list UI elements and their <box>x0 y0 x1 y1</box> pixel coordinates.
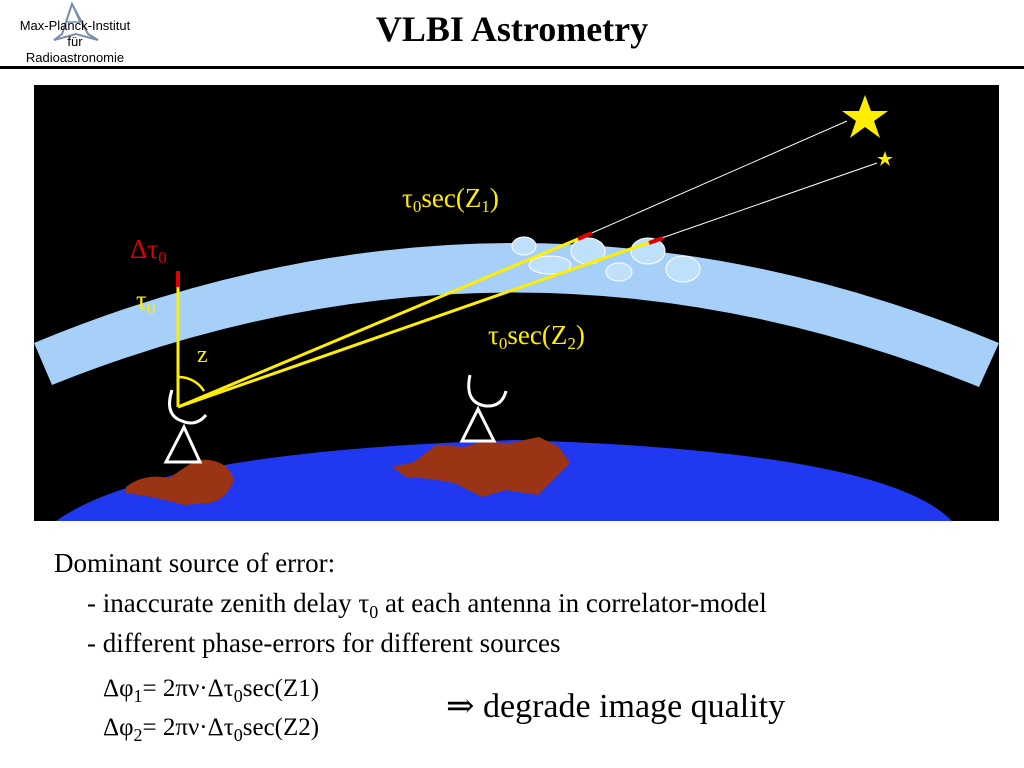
ray-1-yellow <box>177 234 586 409</box>
tau0-sec-z2-label: τ0sec(Z2) <box>488 320 585 353</box>
conclusion-text: ⇒ degrade image quality <box>446 688 786 725</box>
vlbi-diagram: Δτ0 τ0 z τ0sec(Z1) τ0sec(Z2) <box>34 85 999 521</box>
delta-tau-label: Δτ0 <box>130 234 167 267</box>
zenith-angle-arc <box>177 375 206 392</box>
mpifr-logo: Max-Planck-Institut für Radioastronomie <box>0 0 150 66</box>
atmosphere-band <box>34 243 999 387</box>
star-large-icon <box>842 95 888 138</box>
ray-2-yellow <box>177 238 657 409</box>
logo-line-1: Max-Planck-Institut <box>19 18 131 33</box>
equation-phi-1: Δφ1= 2πν·Δτ0sec(Z1) <box>103 675 320 706</box>
antenna-left <box>163 389 208 464</box>
logo-line-3: Radioastronomie <box>25 50 125 65</box>
slide-title: VLBI Astrometry <box>375 9 649 49</box>
logo-line-2: für <box>67 34 83 49</box>
land-left <box>126 459 234 505</box>
ray-1-white <box>584 120 848 237</box>
zenith-angle-label: z <box>197 342 208 368</box>
error-heading: Dominant source of error: <box>54 548 336 578</box>
institute-emblem-icon <box>53 1 99 41</box>
delay-segment-ray-1 <box>577 231 593 241</box>
land-right <box>392 437 570 497</box>
delay-segment-ray-2 <box>648 236 664 245</box>
tau0-sec-z1-label: τ0sec(Z1) <box>402 183 499 216</box>
equation-phi-2: Δφ2= 2πν·Δτ0sec(Z2) <box>103 714 320 745</box>
ray-2-white <box>655 162 878 241</box>
bullet-phase-errors: - different phase-errors for different s… <box>87 628 561 658</box>
star-small-icon <box>877 151 893 166</box>
header-rule <box>0 66 1024 69</box>
bullet-zenith-delay: - inaccurate zenith delay τ0 at each ant… <box>87 588 767 622</box>
tau0-label: τ0 <box>136 285 156 318</box>
antenna-right <box>459 374 508 443</box>
diagram-canvas <box>34 85 999 521</box>
